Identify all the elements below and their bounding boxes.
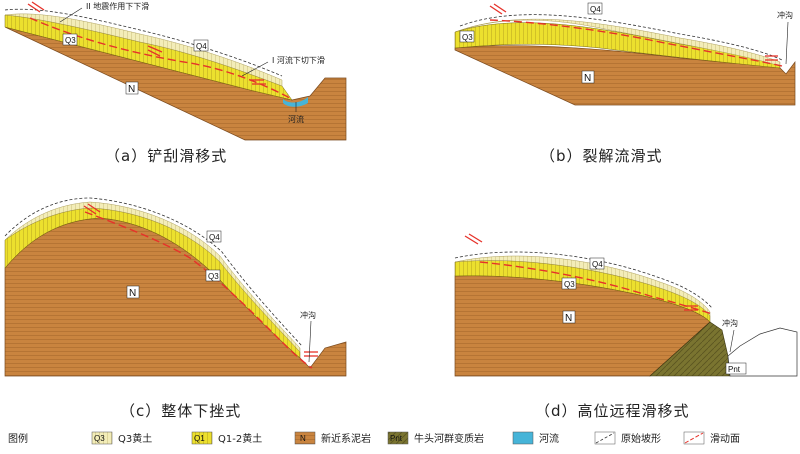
original-slope: [4, 197, 303, 347]
label-n: N: [129, 288, 136, 299]
legend-swatch-river: [512, 431, 534, 445]
label-q3: Q3: [208, 272, 219, 281]
legend-swatch-q3-symbol: Q3: [94, 434, 105, 443]
legend-label-pnt: 牛头河群变质岩: [414, 432, 484, 445]
leader-top: [59, 7, 83, 23]
caption-a: （a）铲刮滑移式: [105, 147, 227, 165]
annotation-incision: I 河流下切下滑: [272, 55, 325, 65]
panel-d: 冲沟 Q3 Q4 N Pnt （d）高位远程滑移式: [454, 233, 798, 420]
caption-d: （d）高位远程滑移式: [535, 402, 690, 420]
legend-swatch-n: [294, 431, 316, 445]
annotation-quake: II 地震作用下下滑: [86, 1, 149, 11]
label-n: N: [584, 73, 591, 84]
legend: 图例 Q3 Q3黄土 Q1 Q1-2黄土 N 新近系泥岩 Pnt 牛头河群变质岩…: [8, 431, 740, 445]
loess-q3: [454, 255, 711, 317]
loess-q3: [4, 201, 301, 353]
slide-arrow-icon: [27, 1, 266, 85]
legend-swatch-q3: [91, 431, 113, 445]
panel-b: 冲沟 Q3 Q4 N （b）裂解流滑式: [454, 2, 796, 165]
label-q3: Q3: [462, 33, 473, 42]
panel-a: II 地震作用下下滑 I 河流下切下滑 河流 Q3 Q4 N （a）铲刮滑移式: [4, 1, 347, 165]
legend-label-n: 新近系泥岩: [321, 432, 371, 445]
slide-arrow-icon: [464, 233, 698, 311]
sliding-surface: [479, 261, 713, 315]
sliding-surface: [489, 19, 783, 67]
river-water: [283, 97, 308, 107]
label-n: N: [565, 313, 572, 324]
leader-gully: [308, 320, 312, 363]
annotation-gully: 冲沟: [777, 10, 793, 20]
sliding-surface: [29, 17, 291, 99]
leader-mid: [241, 61, 269, 77]
label-q4: Q4: [590, 5, 601, 14]
slide-arrow-icon: [83, 203, 318, 357]
slide-arrow-icon: [489, 3, 778, 61]
legend-label-slide: 滑动面: [710, 433, 740, 445]
annotation-gully: 冲沟: [722, 318, 738, 328]
legend-slope-line: [595, 432, 615, 444]
original-slope: [4, 8, 283, 77]
legend-swatch-q12: [191, 431, 213, 445]
panel-c: 冲沟 Q3 Q4 N （c）整体下挫式: [4, 197, 347, 420]
label-q4: Q4: [209, 233, 220, 242]
label-pnt: Pnt: [728, 365, 741, 374]
caption-b: （b）裂解流滑式: [540, 147, 663, 165]
label-q4: Q4: [196, 42, 207, 51]
original-slope: [459, 14, 783, 61]
label-n: N: [128, 84, 135, 95]
legend-label-q12: Q1-2黄土: [218, 432, 262, 445]
legend-slide-line: [684, 432, 704, 444]
label-q4: Q4: [592, 260, 603, 269]
loess-q3: [454, 18, 781, 67]
annotation-gully: 冲沟: [300, 310, 316, 320]
sliding-surface: [84, 211, 313, 369]
legend-label-slope: 原始坡形: [621, 432, 661, 445]
legend-swatch-pnt: [387, 431, 409, 445]
label-q3: Q3: [564, 280, 575, 289]
leader-gully: [729, 329, 735, 353]
label-q3: Q3: [65, 36, 76, 45]
legend-swatch-q12-symbol: Q1: [194, 434, 205, 443]
legend-swatch-slide: [683, 431, 705, 445]
loess-q3: [4, 13, 283, 87]
legend-swatch-n-symbol: N: [300, 434, 306, 443]
leader-gully: [785, 21, 789, 65]
metamorphic-pnt: [649, 321, 731, 377]
caption-c: （c）整体下挫式: [120, 402, 241, 420]
legend-label-river: 河流: [539, 432, 559, 445]
annotation-river: 河流: [288, 114, 304, 124]
original-slope: [454, 251, 713, 309]
legend-swatch-pnt-symbol: Pnt: [390, 434, 403, 443]
legend-label-q3: Q3黄土: [118, 432, 152, 445]
legend-title: 图例: [8, 432, 28, 445]
